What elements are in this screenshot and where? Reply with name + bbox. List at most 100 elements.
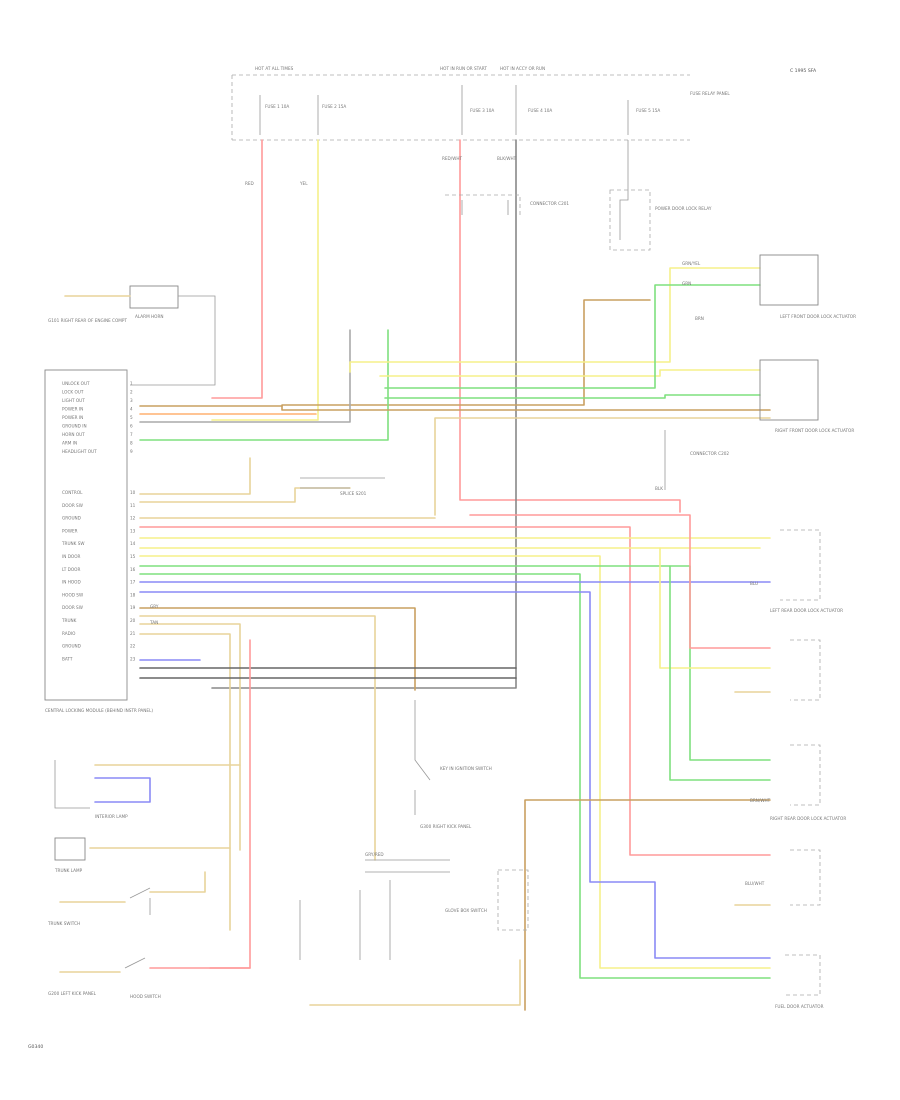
- module-pin-number: 4: [130, 407, 133, 412]
- module-pin-label: CONTROL: [62, 490, 83, 495]
- interior-lamp: INTERIOR LAMP: [54, 760, 241, 819]
- hood-switch: HOOD SWITCH G200 LEFT KICK PANEL: [48, 957, 251, 999]
- module-pin-label: BATT: [62, 656, 73, 661]
- wire-yellow-right: [659, 547, 771, 669]
- wire-green-2: [384, 284, 761, 389]
- connector-a: CONNECTOR C201: [530, 201, 569, 206]
- label-gryred: GRY/RED: [365, 852, 384, 857]
- fuel-door-label: FUEL DOOR ACTUATOR: [775, 1004, 824, 1009]
- module-pin-label: POWER: [62, 528, 78, 533]
- wire-brown-2: [281, 405, 771, 411]
- wire-green-bus-2: [139, 573, 771, 979]
- module-pin-number: 15: [130, 554, 136, 559]
- module-pin-number: 12: [130, 516, 136, 521]
- module-pin-number: 21: [130, 631, 136, 636]
- fuse-e: FUSE 5 15A: [636, 108, 660, 113]
- left-rear-door: LEFT REAR DOOR LOCK ACTUATOR: [770, 529, 843, 613]
- label-yel: YEL: [299, 181, 308, 186]
- wire-yellow-feed: [211, 139, 319, 421]
- module-pin-number: 10: [130, 490, 136, 495]
- wire-black-center: [211, 139, 517, 689]
- label-redwht: RED/WHT: [442, 156, 462, 161]
- wire-green-1: [139, 329, 389, 441]
- module-pin-label: IN DOOR: [62, 554, 81, 559]
- label-tan: TAN: [149, 620, 158, 625]
- wire-green-bus-1: [139, 565, 771, 761]
- ground-c-label: G300 RIGHT KICK PANEL: [420, 824, 472, 829]
- module-pin-number: 11: [130, 503, 136, 508]
- fuse-box-note: FUSE RELAY PANEL: [690, 91, 730, 96]
- fuse-c: FUSE 3 10A: [470, 108, 494, 113]
- alarm-horn: ALARM HORN G101 RIGHT REAR OF ENGINE COM…: [48, 285, 216, 386]
- module-pin-label: HORN OUT: [62, 432, 85, 437]
- central-locking-module: CENTRAL LOCKING MODULE (BEHIND INSTR PAN…: [44, 369, 153, 713]
- right-front-door: RIGHT FRONT DOOR LOCK ACTUATOR: [759, 359, 854, 433]
- module-pin-number: 19: [130, 605, 136, 610]
- module-pin-number: 8: [130, 441, 133, 446]
- wire-red-center: [459, 139, 681, 513]
- module-pin-number: 16: [130, 567, 136, 572]
- alarm-horn-label: ALARM HORN: [135, 314, 164, 319]
- wire-blue-bus-2: [139, 591, 771, 959]
- label-blk: BLK: [655, 486, 663, 491]
- module-pin-label: UNLOCK OUT: [62, 381, 90, 386]
- key-switch-label: KEY IN IGNITION SWITCH: [440, 766, 492, 771]
- module-pin-number: 2: [130, 390, 133, 395]
- right-rear-door-label: RIGHT REAR DOOR LOCK ACTUATOR: [770, 816, 846, 821]
- label-gry: GRY: [150, 604, 159, 609]
- module-pin-number: 6: [130, 424, 133, 429]
- module-label: CENTRAL LOCKING MODULE (BEHIND INSTR PAN…: [45, 708, 153, 713]
- connector-b-label: CONNECTOR C202: [690, 451, 729, 456]
- label-grnyel: GRN/YEL: [682, 261, 701, 266]
- ground-b-label: G200 LEFT KICK PANEL: [48, 991, 97, 996]
- module-pin-number: 13: [130, 528, 136, 533]
- label-blkwht: BLK/WHT: [497, 156, 517, 161]
- module-pin-label: DOOR SW: [62, 503, 83, 508]
- module-pin-number: 18: [130, 592, 136, 597]
- module-pin-label: TRUNK SW: [61, 541, 85, 546]
- right-rear-door: RIGHT REAR DOOR LOCK ACTUATOR: [770, 639, 846, 906]
- fuse-b: FUSE 2 15A: [322, 104, 346, 109]
- key-switch: KEY IN IGNITION SWITCH G300 RIGHT KICK P…: [414, 700, 492, 829]
- fuse-label-run: HOT IN RUN OR START: [440, 66, 487, 71]
- wire-yellow-2: [349, 267, 761, 373]
- splice-label: SPLICE S201: [340, 491, 367, 496]
- fuse-label-acc: HOT IN ACCY OR RUN: [500, 66, 545, 71]
- module-pin-label: LIGHT OUT: [62, 398, 85, 403]
- left-front-door: LEFT FRONT DOOR LOCK ACTUATOR: [759, 254, 856, 319]
- fuse-d: FUSE 4 10A: [528, 108, 552, 113]
- module-pin-number: 20: [130, 618, 136, 623]
- wire-red-right: [469, 514, 771, 649]
- wire-green-3: [384, 394, 761, 399]
- left-front-door-label: LEFT FRONT DOOR LOCK ACTUATOR: [780, 314, 856, 319]
- ground-left-label: G101 RIGHT REAR OF ENGINE COMPT: [48, 318, 127, 323]
- module-pin-number: 14: [130, 541, 136, 546]
- module-pin-number: 23: [130, 656, 136, 661]
- module-pin-number: 17: [130, 580, 136, 585]
- wire-red-feed: [211, 139, 263, 399]
- footer-code: G0340: [28, 1044, 43, 1050]
- module-pin-number: 7: [130, 432, 133, 437]
- hood-switch-label: HOOD SWITCH: [130, 994, 161, 999]
- module-pin-label: ARM IN: [62, 441, 77, 446]
- glove-switch: GLOVE BOX SWITCH: [299, 859, 521, 1006]
- module-pin-number: 22: [130, 644, 136, 649]
- wire-yellow-bus-3: [139, 555, 771, 969]
- module-pin-label: HOOD SW: [62, 592, 83, 597]
- module-pin-label: GROUND IN: [62, 424, 87, 429]
- module-pin-label: POWER IN: [62, 415, 83, 420]
- glove-switch-label: GLOVE BOX SWITCH: [445, 908, 487, 913]
- label-grn: GRN: [682, 281, 691, 286]
- fuel-door: FUEL DOOR ACTUATOR: [775, 954, 824, 1009]
- trunk-lamp-label: TRUNK LAMP: [54, 868, 83, 873]
- module-pin-label: IN HOOD: [62, 580, 81, 585]
- fuse-panel: HOT AT ALL TIMES HOT IN RUN OR START HOT…: [231, 66, 730, 141]
- wire-gray-1: [139, 329, 351, 423]
- left-rear-door-label: LEFT REAR DOOR LOCK ACTUATOR: [770, 608, 843, 613]
- interior-lamp-label: INTERIOR LAMP: [95, 814, 128, 819]
- fuse-label-top: HOT AT ALL TIMES: [255, 66, 294, 71]
- trunk-switch-label: TRUNK SWITCH: [47, 921, 80, 926]
